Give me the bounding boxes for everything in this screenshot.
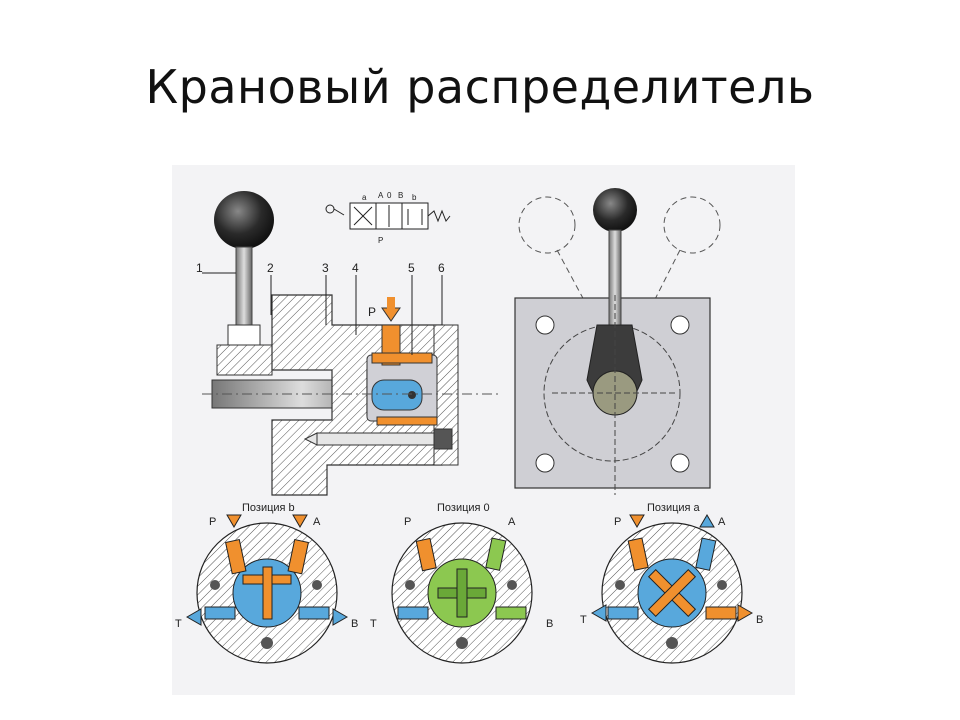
position-0-port-p: P — [404, 516, 411, 528]
position-0-port-b: B — [546, 618, 553, 630]
position-0-port-a: A — [508, 516, 516, 528]
position-0-view: Позиция 0 P A T B — [370, 502, 553, 664]
position-0-port-t: T — [370, 618, 377, 630]
position-a-port-p: P — [614, 516, 621, 528]
rotor-channel — [371, 379, 423, 411]
valve-diagram: P 1 2 3 4 5 6 a A 0 B — [175, 188, 763, 664]
callout-1: 1 — [196, 261, 203, 275]
position-0-caption: Позиция 0 — [437, 502, 490, 514]
front-view — [514, 188, 721, 495]
section-view: P — [202, 191, 502, 496]
bolt — [316, 432, 438, 446]
symbol-B: B — [398, 191, 403, 200]
position-b-port-p: P — [209, 516, 216, 528]
symbol-0: 0 — [387, 191, 392, 200]
valve-figure: P 1 2 3 4 5 6 a A 0 B — [172, 165, 795, 695]
callout-5: 5 — [408, 261, 415, 275]
position-a-port-t: T — [580, 614, 587, 626]
symbol-A: A — [378, 191, 384, 200]
port-p-label: P — [368, 305, 376, 319]
position-b-port-t: T — [175, 618, 182, 630]
hydraulic-symbol: a A 0 B b P — [325, 191, 451, 245]
position-b-caption: Позиция b — [242, 502, 295, 514]
callout-2: 2 — [267, 261, 274, 275]
callouts: 1 2 3 4 5 6 — [196, 261, 445, 355]
front-lever-knob — [593, 188, 637, 232]
symbol-a: a — [362, 193, 367, 202]
lever-knob — [214, 191, 274, 249]
position-b-port-a: A — [313, 516, 321, 528]
callout-4: 4 — [352, 261, 359, 275]
position-a-view: Позиция a P A T B — [580, 502, 763, 664]
p-arrow — [381, 307, 401, 322]
symbol-b: b — [412, 193, 417, 202]
callout-6: 6 — [438, 261, 445, 275]
slide-title: Крановый распределитель — [145, 60, 815, 114]
position-a-caption: Позиция a — [647, 502, 701, 514]
symbol-P: P — [378, 236, 383, 245]
position-a-port-a: A — [718, 516, 726, 528]
position-b-port-b: B — [351, 618, 358, 630]
callout-3: 3 — [322, 261, 329, 275]
position-a-port-b: B — [756, 614, 763, 626]
position-b-view: Позиция b P A T B — [175, 502, 358, 664]
